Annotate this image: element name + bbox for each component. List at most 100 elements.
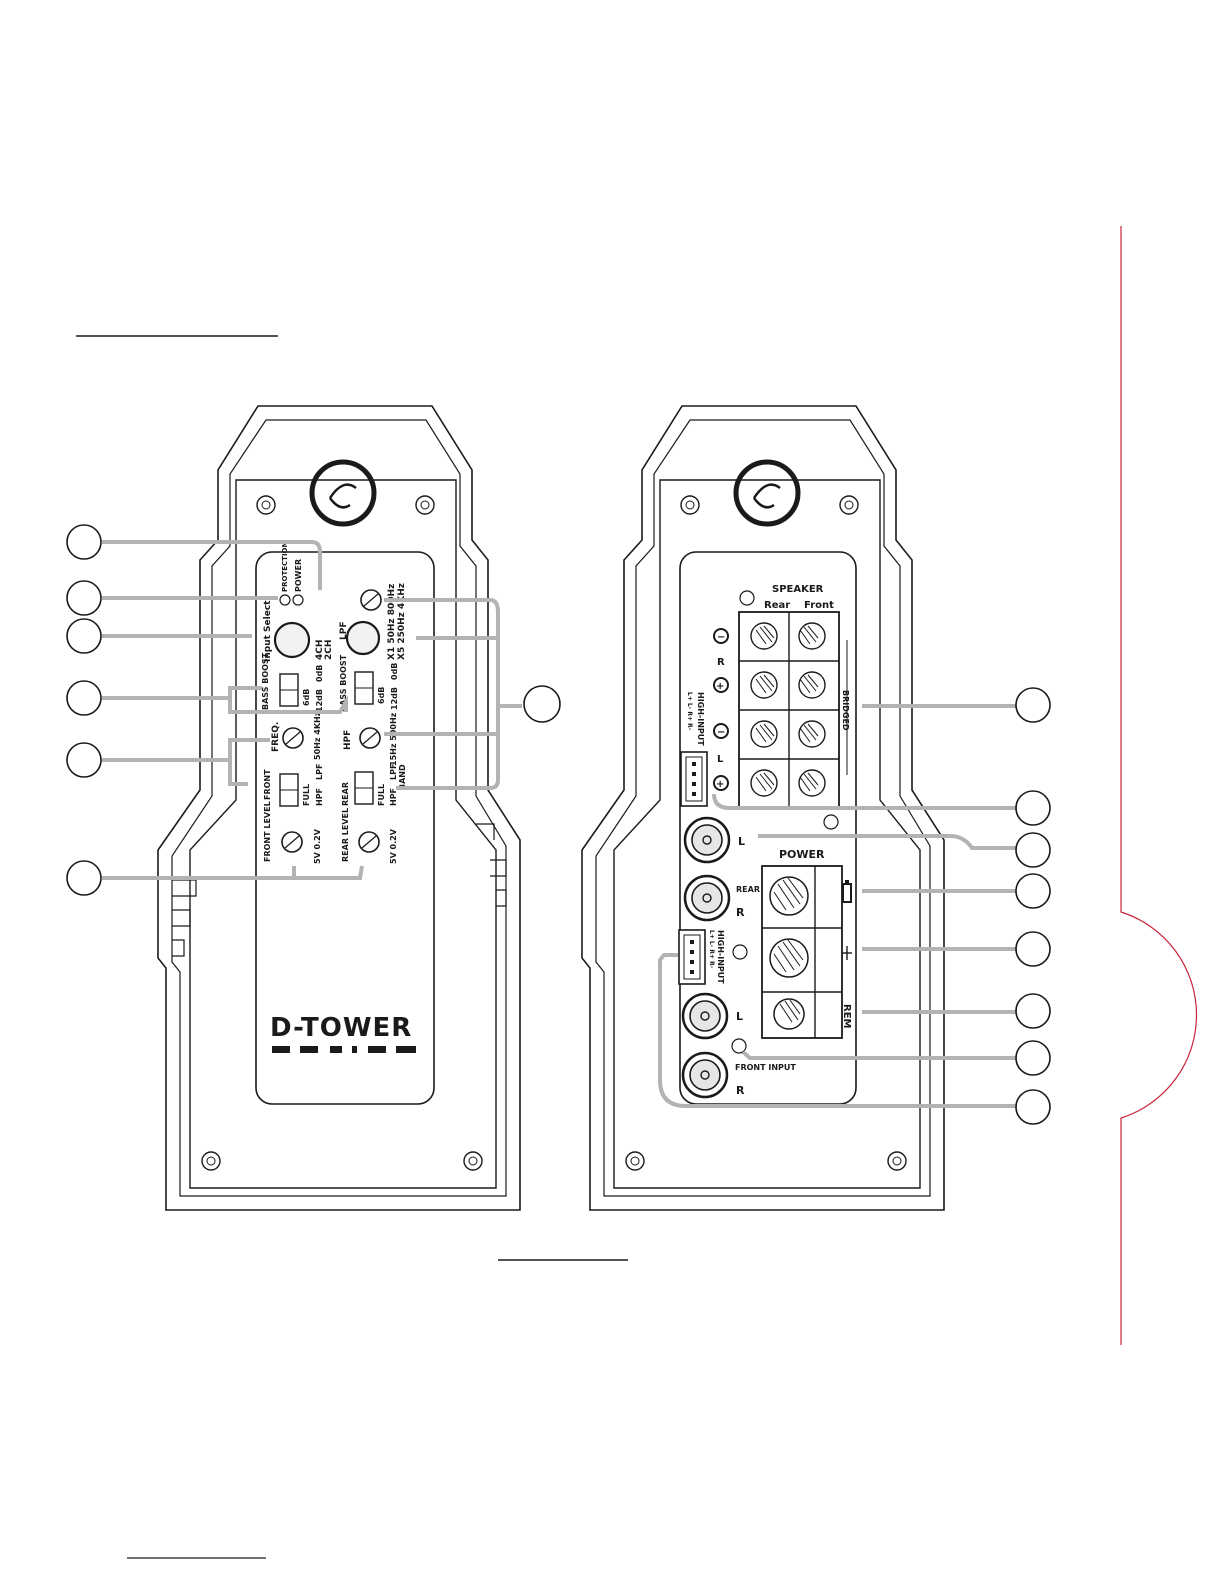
hpf-knob[interactable] — [359, 727, 381, 749]
front-input-rca-l[interactable] — [681, 992, 729, 1040]
freq-range-label: 50Hz 4KHz — [313, 711, 322, 760]
freq-knob[interactable] — [282, 727, 304, 749]
rear-level-range-label: 5V 0.2V — [389, 828, 398, 864]
amp-front-fins — [172, 823, 507, 957]
amp-front: PROTECTION POWER Input Select 4CH 2CH LP… — [157, 405, 521, 1211]
front-level-knob[interactable] — [281, 831, 303, 853]
minus-icon: − — [713, 723, 729, 739]
callout-marker — [66, 680, 102, 716]
screw-icon — [680, 495, 700, 515]
minus-icon: − — [713, 628, 729, 644]
rear-input-rca-l[interactable] — [683, 816, 731, 864]
callout-marker — [66, 524, 102, 560]
callout-marker — [1015, 931, 1051, 967]
front-rca-l-label: L — [736, 1010, 743, 1023]
high-input-1-label: HIGH-INPUT — [696, 692, 705, 746]
bridged-label: BRIDGED — [841, 690, 850, 731]
front-full-label: FULL — [302, 784, 311, 806]
front-callout-lines — [102, 540, 522, 880]
high-input-1-pins: L+ L- R+ R- — [686, 692, 693, 731]
lpf-knob[interactable] — [360, 589, 382, 611]
power-block-label: POWER — [779, 848, 825, 861]
rear-lpf-label: LPF — [389, 764, 398, 780]
rear-band-label: BAND — [398, 764, 407, 790]
input-select-label: Input Select — [263, 600, 273, 662]
screw-icon — [887, 1151, 907, 1171]
front-level-label: FRONT LEVEL — [263, 801, 272, 862]
indicator-hole — [739, 590, 755, 606]
high-input-1-connector[interactable] — [680, 751, 708, 807]
front-control-panel — [255, 551, 435, 1105]
bass-boost-label-1: BASS BOOST — [261, 652, 270, 710]
rear-level-knob[interactable] — [358, 831, 380, 853]
callout-marker — [1015, 993, 1051, 1029]
input-select-button[interactable] — [273, 621, 311, 659]
front-lpf-label: LPF — [315, 764, 324, 780]
screw-icon — [839, 495, 859, 515]
bass-12db-label-1: 12dB — [315, 689, 324, 712]
speaker-rear-label: Rear — [764, 600, 790, 611]
terminal-screws — [750, 622, 826, 797]
indicator-hole — [823, 814, 839, 830]
lpf-multiplier-button[interactable] — [345, 620, 381, 656]
svg-text:+: + — [716, 779, 724, 790]
power-led-label: POWER — [294, 559, 303, 592]
high-input-2-pins: L+ L- R+ R- — [708, 930, 715, 969]
callout-markers-right — [1015, 687, 1051, 1125]
rear-level-label: REAR LEVEL — [341, 808, 350, 862]
channel-r-label: R — [717, 657, 725, 668]
callout-marker — [1015, 1089, 1051, 1125]
lpf-x5-label: X5 250Hz 4KHz — [397, 583, 407, 660]
speaker-front-label: Front — [804, 600, 834, 611]
rear-hpf-label: HPF — [389, 788, 398, 806]
back-callout-lines — [658, 704, 1016, 1108]
bass-12db-label-2: 12dB — [390, 687, 399, 710]
amp-back-body — [581, 405, 945, 1211]
callout-markers-left — [66, 524, 561, 896]
power-screws — [769, 876, 809, 1030]
screw-icon — [201, 1151, 221, 1171]
amp-front-plate — [189, 479, 497, 1189]
freq-label: FREQ. — [271, 722, 281, 752]
power-hatch — [773, 877, 804, 1023]
bass-boost-label-2: BASS BOOST — [339, 654, 348, 712]
lpf-label: LPF — [339, 622, 349, 640]
callout-marker — [66, 580, 102, 616]
page-tab-edge — [1120, 226, 1198, 1345]
front-label: FRONT — [263, 769, 272, 800]
brand-logo-s — [752, 483, 781, 509]
front-input-rca-r[interactable] — [681, 1051, 729, 1099]
front-level-range-label: 5V 0.2V — [313, 828, 322, 864]
svg-text:−: − — [717, 727, 725, 738]
speaker-label: SPEAKER — [772, 584, 824, 595]
svg-text:+: + — [716, 681, 724, 692]
screw-icon — [625, 1151, 645, 1171]
input-4ch-label: 4CH — [315, 640, 325, 660]
screw-icon — [415, 495, 435, 515]
brand-logo-disc — [309, 459, 377, 527]
svg-text:−: − — [717, 632, 725, 643]
callout-marker — [1015, 790, 1051, 826]
callout-marker — [1015, 832, 1051, 868]
brand-name: D-TOWER — [270, 1013, 412, 1043]
callout-marker — [523, 685, 561, 723]
high-input-2-connector[interactable] — [678, 929, 706, 985]
brand-series-mark — [272, 1046, 416, 1053]
callout-marker — [66, 742, 102, 778]
amp-front-body — [157, 405, 521, 1211]
brand-logo-disc — [733, 459, 801, 527]
hpf-range-label: 15Hz 500Hz — [389, 712, 398, 766]
input-2ch-label: 2CH — [324, 640, 334, 660]
terminal-hatch — [755, 625, 819, 792]
power-led-icon — [292, 594, 304, 606]
plus-icon: + — [713, 775, 729, 791]
callout-marker — [66, 618, 102, 654]
battery-icon — [842, 880, 852, 903]
rear-input-rca-r[interactable] — [683, 874, 731, 922]
screw-icon — [256, 495, 276, 515]
bass-0db-label-2: 0dB — [390, 663, 399, 680]
front-rca-r-label: R — [736, 1084, 745, 1097]
screw-icon — [463, 1151, 483, 1171]
callout-marker — [1015, 687, 1051, 723]
